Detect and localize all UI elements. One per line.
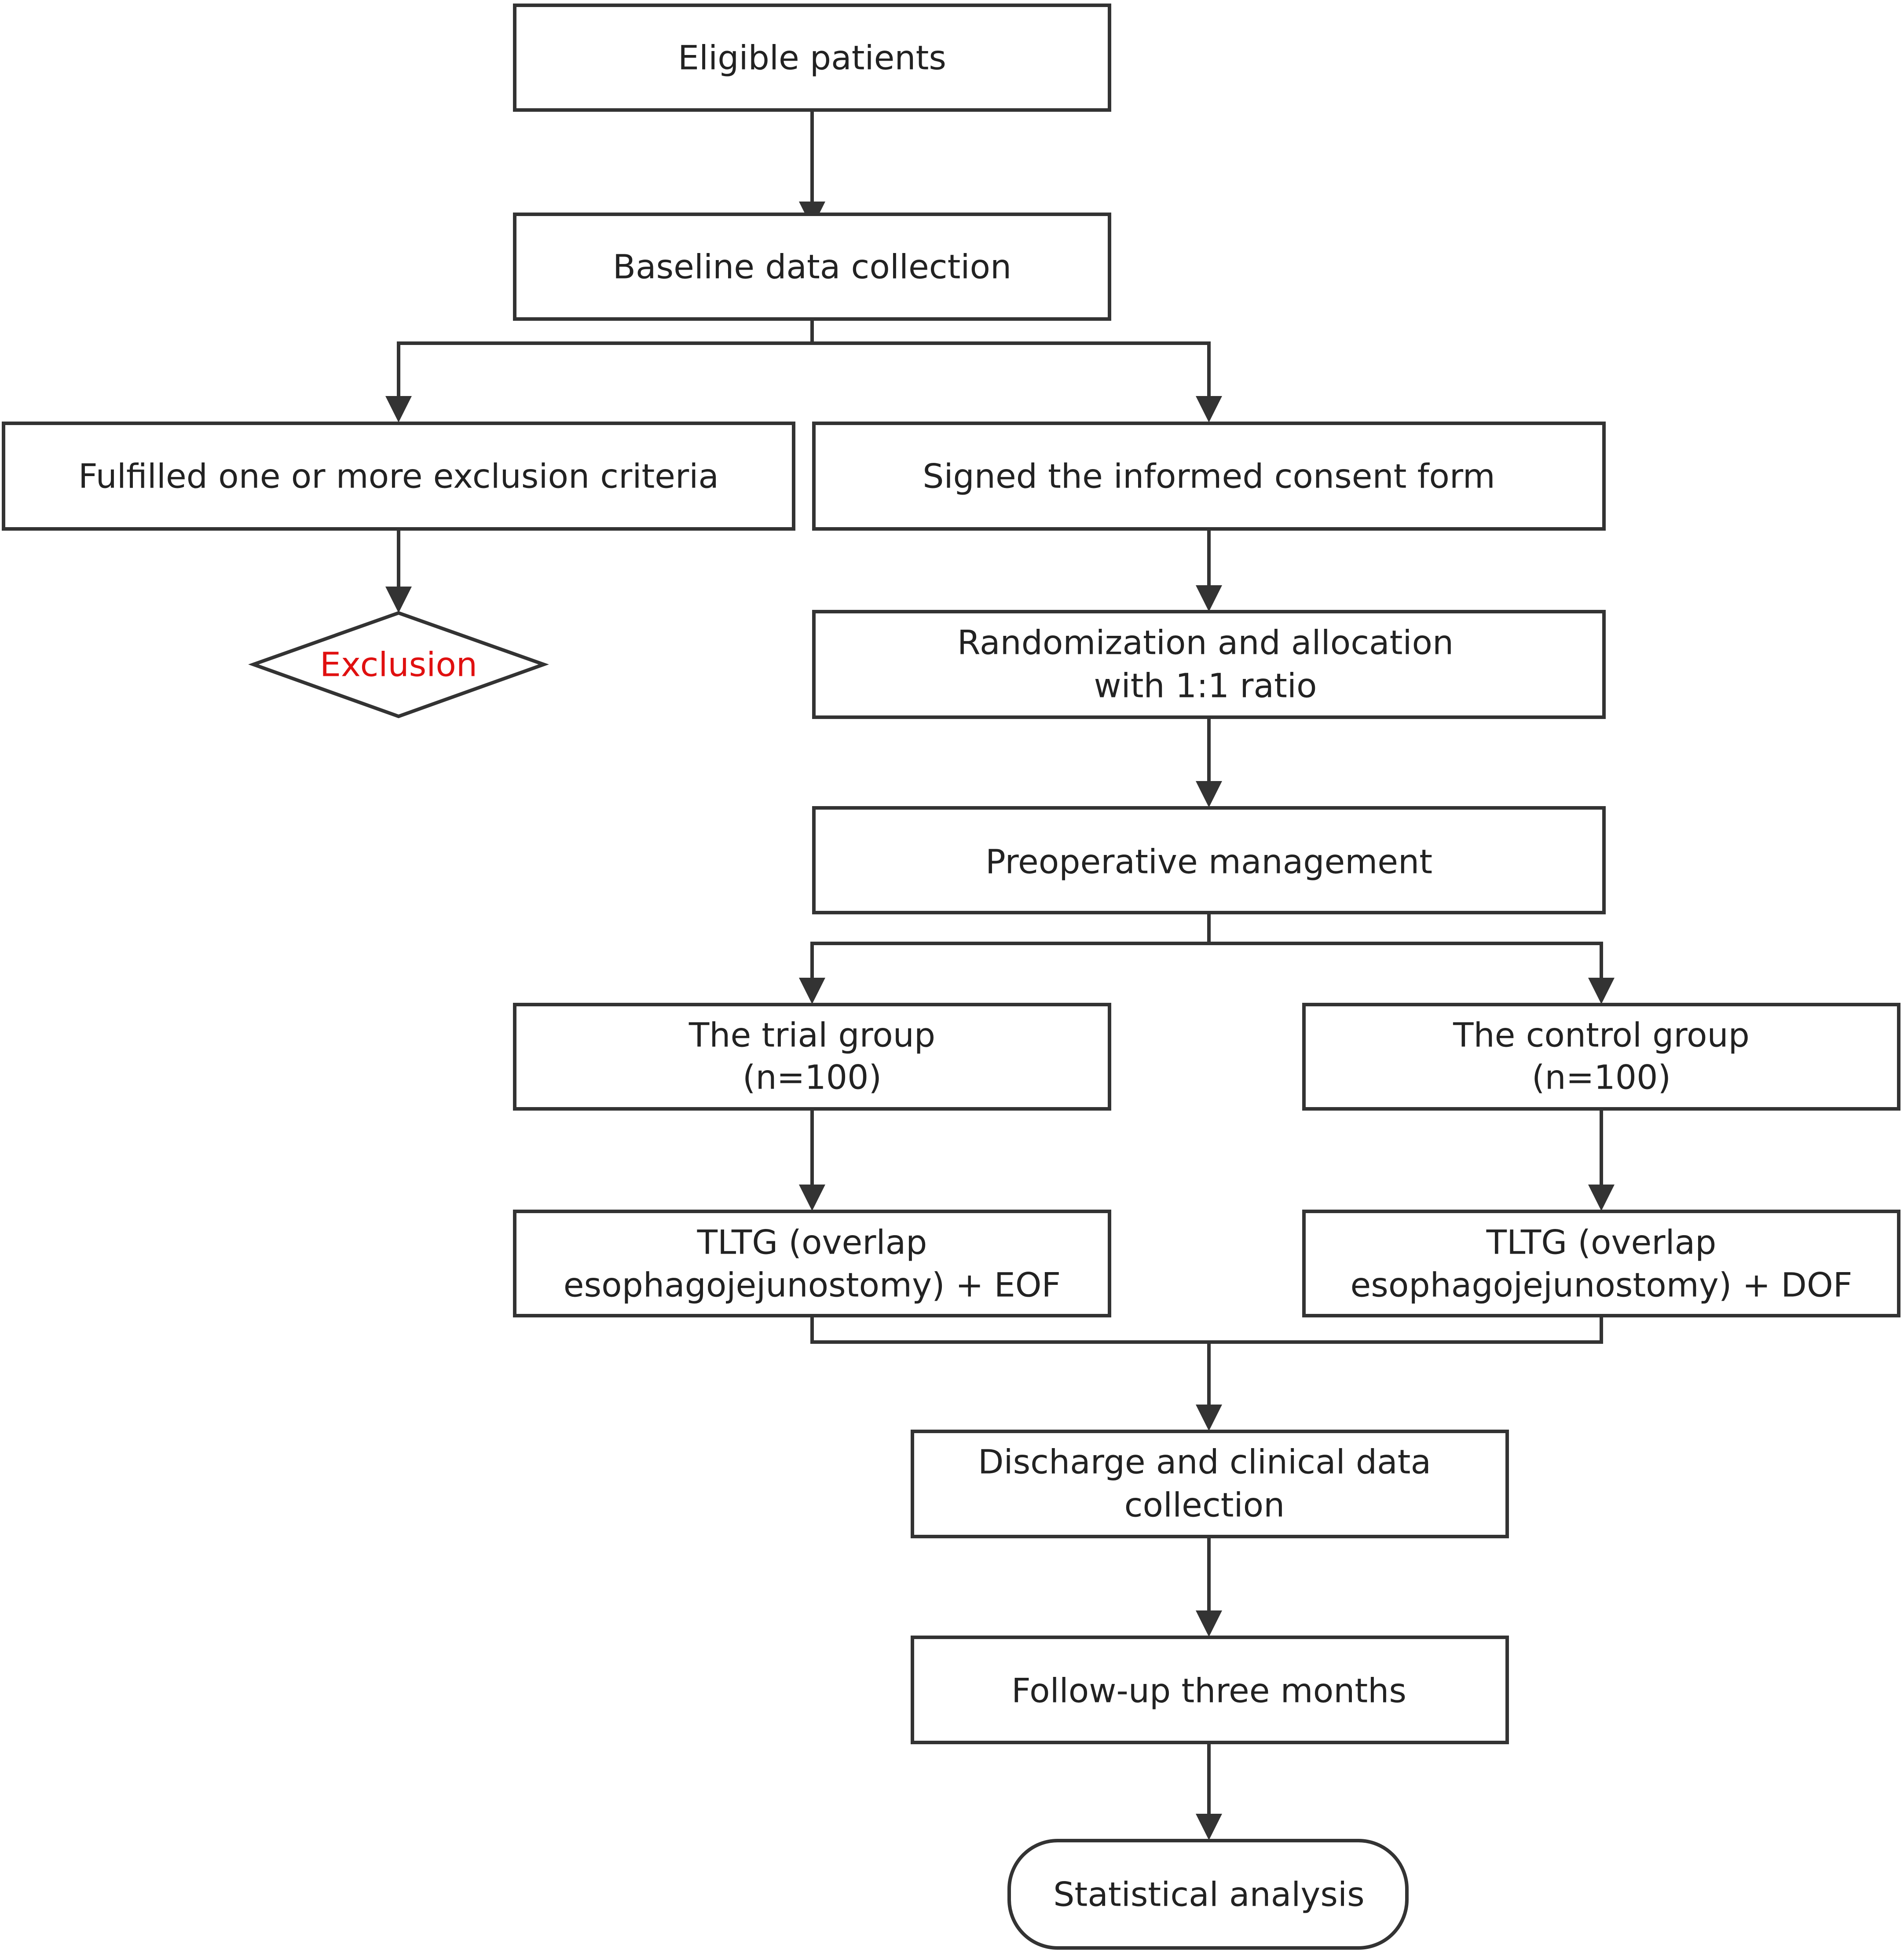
randomization-label-line2: with 1:1 ratio [1094, 666, 1317, 705]
node-baseline: Baseline data collection [513, 213, 1111, 321]
tltg-dof-label-line2: esophagojejunostomy) + DOF [1350, 1265, 1852, 1305]
arrowhead-to-randomization [1196, 585, 1222, 612]
node-discharge: Discharge and clinical data collection [911, 1430, 1509, 1538]
trial-group-label-line1: The trial group [688, 1016, 935, 1055]
arrowhead-to-discharge [1196, 1405, 1222, 1431]
node-exclusion: Exclusion [248, 611, 549, 719]
tltg-dof-label-line1: TLTG (overlap [1486, 1223, 1717, 1262]
node-exclusion-criteria: Fulfilled one or more exclusion criteria [2, 422, 795, 531]
connector-preoperative-split [810, 913, 1211, 978]
node-eligible-patients: Eligible patients [513, 4, 1111, 112]
arrowhead-to-follow-up [1196, 1610, 1222, 1637]
control-group-label-line2: (n=100) [1532, 1058, 1671, 1097]
statistical-label: Statistical analysis [1053, 1875, 1364, 1914]
node-preoperative: Preoperative management [812, 806, 1606, 914]
node-randomization: Randomization and allocation with 1:1 ra… [812, 610, 1606, 719]
eligible-patients-label: Eligible patients [678, 38, 946, 77]
arrowhead-to-control-group [1588, 978, 1615, 1004]
node-consent: Signed the informed consent form [812, 422, 1606, 531]
trial-group-label-line2: (n=100) [743, 1058, 882, 1097]
node-tltg-dof: TLTG (overlap esophagojejunostomy) + DOF [1302, 1210, 1900, 1317]
exclusion-label: Exclusion [320, 645, 477, 684]
discharge-label-line2: collection [1124, 1486, 1285, 1525]
arrowhead-to-statistical [1196, 1814, 1222, 1840]
exclusion-criteria-label: Fulfilled one or more exclusion criteria [78, 457, 719, 496]
node-statistical: Statistical analysis [1007, 1839, 1409, 1950]
arrowhead-to-preoperative [1196, 781, 1222, 807]
connector-merge-groups [810, 1316, 1603, 1344]
arrowhead-to-trial-group [799, 978, 825, 1004]
control-group-label-line1: The control group [1453, 1016, 1750, 1055]
discharge-label-line1: Discharge and clinical data [978, 1442, 1431, 1482]
tltg-eof-label-line1: TLTG (overlap [697, 1223, 927, 1262]
arrowhead-to-exclusion-criteria [385, 396, 412, 422]
baseline-label: Baseline data collection [613, 247, 1011, 286]
tltg-eof-label-line2: esophagojejunostomy) + EOF [564, 1265, 1061, 1305]
arrowhead-to-consent [1196, 396, 1222, 422]
node-control-group: The control group (n=100) [1302, 1003, 1900, 1111]
connector-baseline-split-right [812, 341, 1211, 396]
node-trial-group: The trial group (n=100) [513, 1003, 1111, 1111]
arrowhead-to-exclusion [385, 587, 412, 613]
node-follow-up: Follow-up three months [911, 1636, 1509, 1744]
randomization-label-line1: Randomization and allocation [957, 623, 1454, 662]
arrowhead-to-tltg-dof [1588, 1185, 1615, 1211]
node-tltg-eof: TLTG (overlap esophagojejunostomy) + EOF [513, 1210, 1111, 1317]
preoperative-label: Preoperative management [985, 842, 1432, 881]
follow-up-label: Follow-up three months [1011, 1671, 1406, 1710]
connector-preoperative-split-right [1209, 942, 1603, 978]
arrowhead-to-tltg-eof [799, 1185, 825, 1211]
consent-label: Signed the informed consent form [923, 457, 1495, 496]
connector-baseline-split [397, 319, 814, 396]
